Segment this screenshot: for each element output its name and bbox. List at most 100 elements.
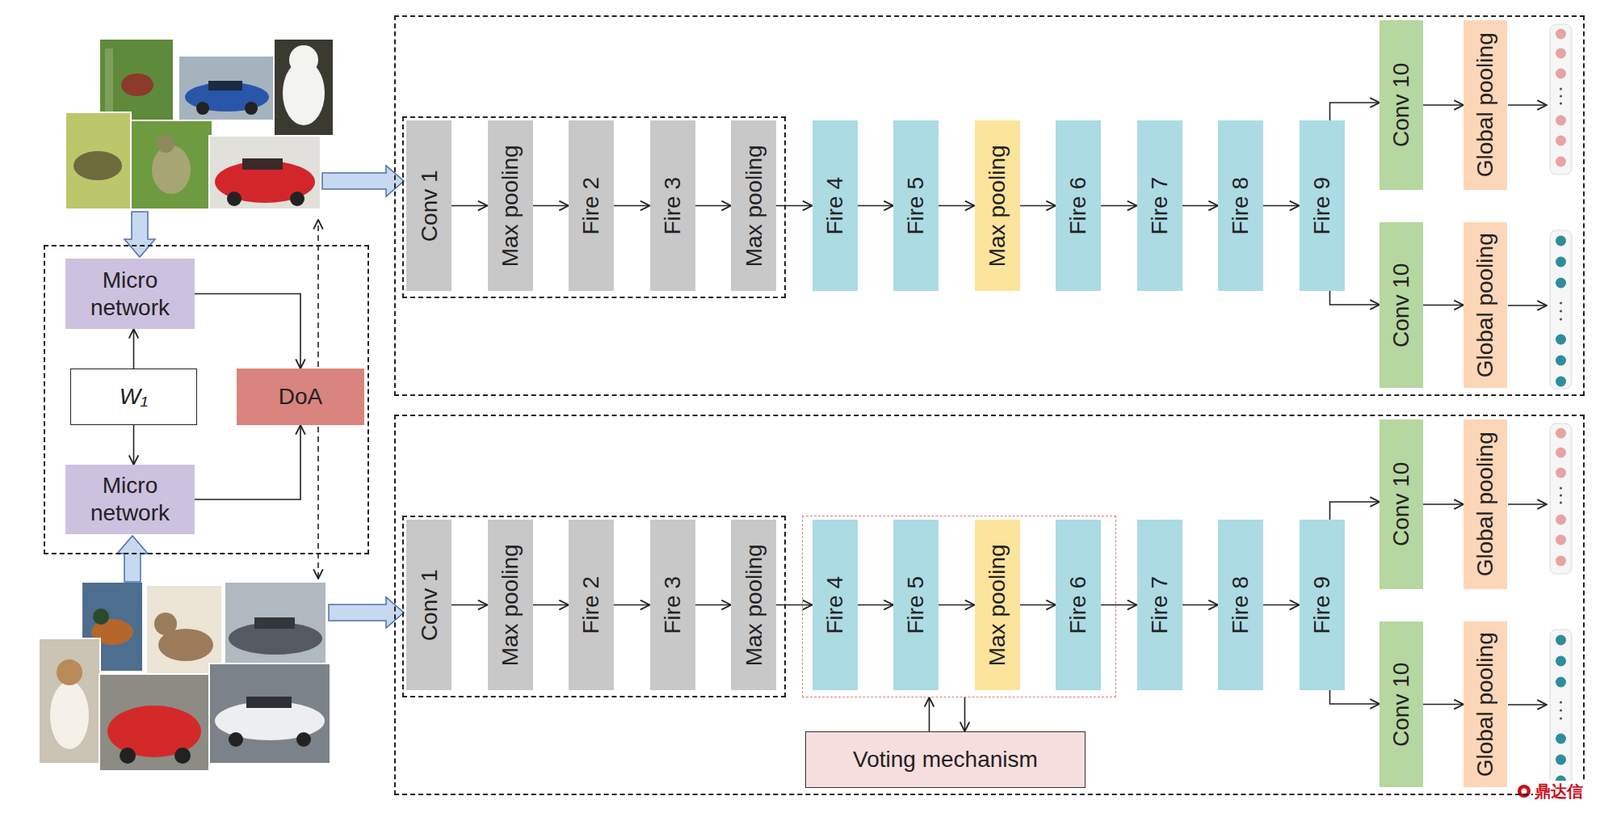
photo-collage (73, 151, 122, 181)
node-label: Global pooling (1471, 232, 1500, 378)
arrow-connector (928, 697, 931, 731)
node-label: Fire 7 (1146, 575, 1174, 635)
photo-collage (289, 45, 319, 75)
photo-collage (38, 581, 331, 771)
arrow-connector (1100, 205, 1138, 207)
arrow-connector (1330, 689, 1381, 704)
output-arrow (1507, 104, 1547, 106)
process-box: Micro network (65, 464, 195, 534)
watermark-text: 鼎达信 (1534, 781, 1584, 800)
arrow-connector (133, 424, 135, 465)
layer-block: Fire 2 (568, 120, 614, 291)
arrow-connector (1263, 604, 1300, 606)
arrow-connector (533, 604, 570, 606)
pooling-block: Global pooling (1463, 20, 1508, 190)
fire-block: Fire 7 (1137, 519, 1183, 690)
block-arrow (322, 165, 404, 197)
node-label: Fire 7 (1146, 176, 1174, 236)
node-label: Global pooling (1471, 431, 1500, 576)
node-label: Fire 3 (659, 575, 687, 635)
output-arrow (1507, 104, 1547, 705)
dashed-group: Conv 1Max poolingFire 2Fire 3Max pooling (402, 515, 786, 698)
layer-block: Fire 3 (650, 519, 696, 690)
arrow-connector (776, 604, 813, 606)
photo-collage (174, 747, 191, 764)
arrow-connector (533, 205, 570, 207)
fire-block: Fire 6 (1055, 519, 1101, 690)
photo-collage (254, 617, 295, 629)
node-label: Fire 5 (902, 176, 930, 236)
layer-block: Conv 1 (406, 120, 452, 291)
watermark-logo (1517, 784, 1531, 798)
node-label: Fire 5 (902, 575, 930, 635)
pooling-block: Global pooling (1463, 419, 1508, 589)
photo-collage (296, 731, 311, 747)
arrow-connector (1423, 703, 1464, 706)
node-label: Fire 6 (1064, 575, 1092, 635)
output-column (1549, 423, 1572, 574)
arrow-connector (1330, 290, 1381, 305)
watermark-logo (1521, 788, 1528, 794)
node-label: Max pooling (983, 144, 1012, 267)
layer-block: Max pooling (487, 519, 534, 690)
photo-collage (156, 134, 175, 153)
fire-block: Fire 9 (1299, 519, 1345, 690)
photo-collage (119, 747, 136, 764)
arrow-connector (938, 205, 975, 207)
photo-collage (196, 101, 210, 115)
node-label: Fire 2 (577, 575, 605, 635)
arrow-connector (133, 328, 135, 369)
photo-collage (224, 581, 327, 664)
block-arrow (328, 596, 404, 628)
node-label: Conv 1 (415, 568, 443, 641)
arrow-connector (938, 604, 975, 606)
photo-collage (65, 38, 334, 210)
weight-box: W₁ (70, 368, 198, 425)
arrow-connector (613, 604, 651, 606)
node-label: Fire 4 (821, 575, 849, 635)
output-arrow (1507, 304, 1547, 307)
arrow-connector (695, 604, 732, 606)
fire-block: Fire 8 (1217, 120, 1264, 291)
arrow-connector (451, 604, 488, 606)
layer-block: Max pooling (487, 120, 534, 291)
node-label: Fire 4 (821, 176, 849, 236)
block-arrow (117, 535, 148, 582)
output-column (1549, 24, 1572, 175)
photo-collage (151, 145, 191, 194)
dashed-group: Fire 4 Fire 5 Max pooling Fire 6 (802, 515, 1117, 698)
node-label: Conv 10 (1387, 661, 1416, 746)
node-label: Fire 3 (659, 176, 687, 236)
output-arrow (1507, 503, 1547, 505)
pooling-block: Global pooling (1463, 222, 1508, 388)
node-label: Max pooling (739, 144, 768, 267)
arrow-connector (1330, 501, 1381, 520)
photo-collage (242, 158, 283, 170)
photo-collage (209, 135, 321, 210)
node-label: Max pooling (496, 543, 525, 666)
photo-collage (228, 731, 244, 747)
fire-block: Fire 8 (1217, 519, 1264, 690)
arrow-connector (451, 205, 488, 207)
node-label: Fire 6 (1064, 176, 1092, 236)
arrow-connector (857, 604, 895, 606)
photo-collage (92, 608, 110, 625)
arrow-connector (1182, 604, 1219, 606)
photo-collage (146, 584, 223, 674)
node-label: Max pooling (496, 144, 525, 267)
layer-block: Fire 3 (650, 120, 696, 291)
node-label: Voting mechanism (846, 745, 1045, 773)
photo-collage (56, 659, 83, 685)
arrow-connector (1330, 102, 1381, 121)
node-label: Max pooling (983, 543, 1012, 666)
photo-collage (99, 673, 210, 771)
arrow-connector (1020, 604, 1057, 606)
node-label: Conv 10 (1387, 62, 1416, 147)
arrow-connector (964, 697, 966, 731)
node-label: Fire 9 (1308, 176, 1336, 236)
dashed-group: Conv 1 Max pooling Fire 2 Fire 3 Max pooling (402, 116, 786, 299)
node-label: Fire 2 (577, 176, 605, 236)
arrow-connector (857, 205, 895, 207)
output-column (1549, 629, 1572, 788)
